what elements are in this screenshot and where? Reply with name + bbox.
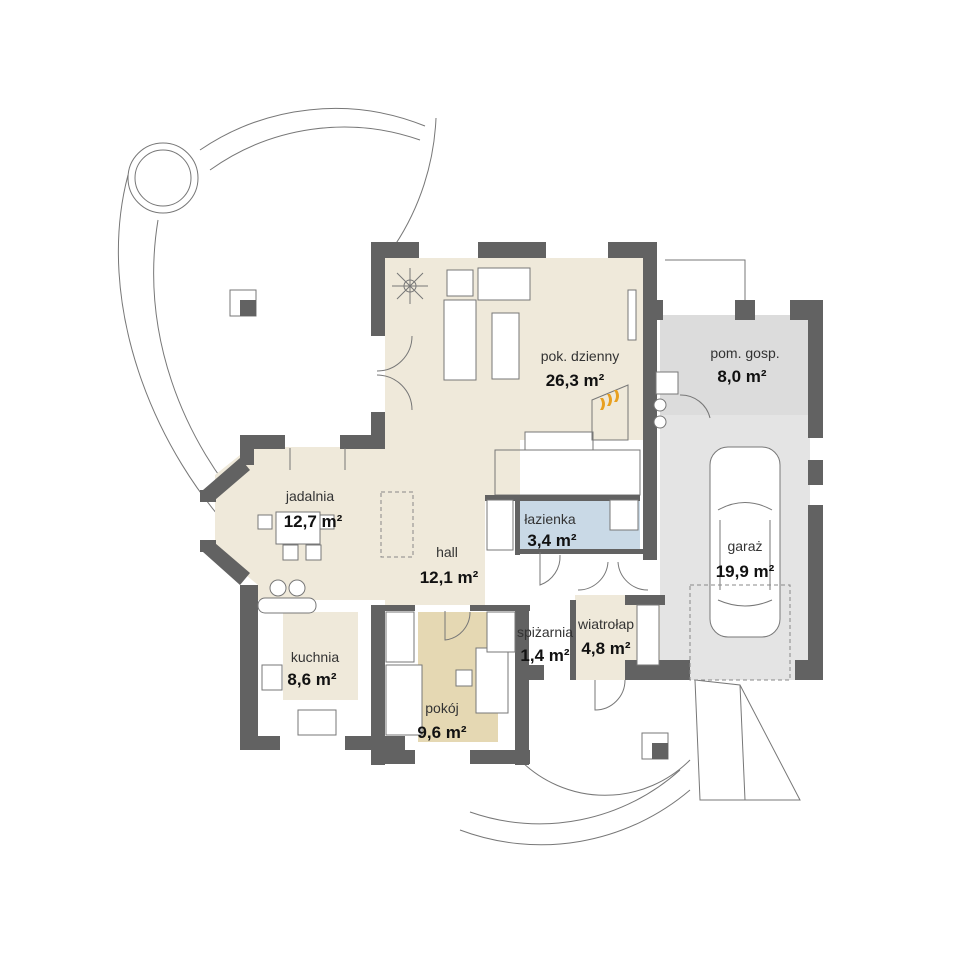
- wardrobe: [636, 604, 660, 666]
- garage-door-swing: [689, 584, 791, 681]
- room-labels: pok. dzienny 26,3 m² pom. gosp. 8,0 m² j…: [284, 345, 780, 742]
- dining-table: [275, 511, 321, 545]
- shower: [609, 499, 639, 531]
- bathroom-door: [539, 552, 561, 586]
- room-area: 26,3 m²: [546, 371, 605, 390]
- sofa: [443, 299, 477, 381]
- room-area: 12,1 m²: [420, 568, 479, 587]
- room-name: spiżarnia: [517, 624, 573, 640]
- coffee-table: [491, 312, 520, 380]
- room-area: 12,7 m²: [284, 512, 343, 531]
- room-door: [444, 611, 471, 641]
- car-icon: [709, 446, 781, 638]
- walls: [200, 242, 823, 765]
- armchair: [446, 269, 474, 297]
- room-name: pok. dzienny: [541, 348, 620, 364]
- utility-floor: [660, 315, 808, 415]
- kitchen-floor: [283, 612, 358, 700]
- sink-icon: [297, 709, 337, 736]
- boiler: [655, 371, 679, 395]
- terrace-walkway: [117, 108, 801, 846]
- fireplace-icon: [600, 390, 619, 410]
- tv-unit: [627, 289, 637, 341]
- entrance-door: [594, 679, 626, 711]
- desk: [475, 647, 509, 714]
- skylight: [380, 491, 414, 558]
- plant-icon: [392, 268, 428, 304]
- room-area: 19,9 m²: [716, 562, 775, 581]
- room-name: pom. gosp.: [710, 345, 779, 361]
- furniture: [257, 267, 791, 736]
- room-name: jadalnia: [285, 488, 334, 504]
- room-name: hall: [436, 544, 458, 560]
- room-area: 3,4 m²: [527, 531, 576, 550]
- room-name: kuchnia: [291, 649, 339, 665]
- room-name: pokój: [425, 700, 458, 716]
- bed: [385, 664, 423, 736]
- round-terrace: [127, 142, 199, 214]
- dining-door: [289, 448, 346, 470]
- room-area: 8,6 m²: [287, 670, 336, 689]
- room-name: wiatrołap: [577, 616, 634, 632]
- room-area: 8,0 m²: [717, 367, 766, 386]
- room-area: 4,8 m²: [581, 639, 630, 658]
- room-name: garaż: [727, 538, 762, 554]
- vestibule-doors: [577, 561, 649, 591]
- room-area: 9,6 m²: [417, 723, 466, 742]
- terrace-door: [376, 335, 413, 411]
- room-name: łazienka: [524, 511, 576, 527]
- wardrobe: [486, 499, 514, 551]
- sofa: [477, 267, 531, 301]
- stove-icon: [261, 664, 283, 691]
- room-area: 1,4 m²: [520, 646, 569, 665]
- utility-door: [679, 394, 711, 419]
